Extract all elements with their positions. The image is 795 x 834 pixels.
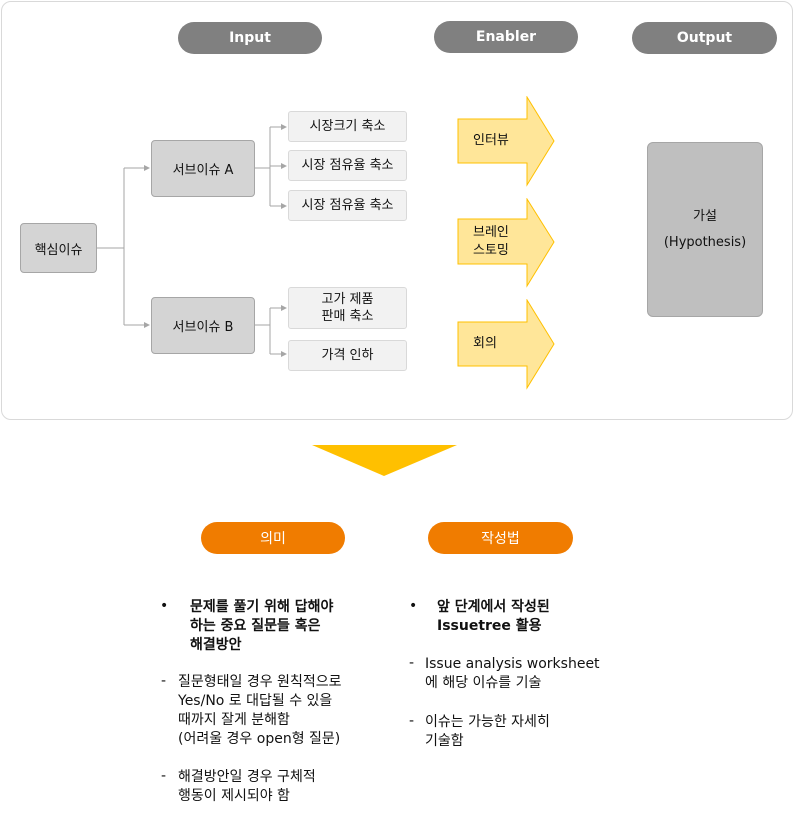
header-output-label: Output — [676, 30, 733, 46]
sub-issue-b-label: 서브이슈 B — [172, 320, 234, 335]
method-item-2-line2: 기술함 — [425, 733, 464, 749]
root-issue-label: 핵심이슈 — [34, 242, 83, 258]
tree-connectors — [97, 124, 287, 357]
method-dash-1: - — [409, 655, 415, 671]
down-arrow-icon — [312, 445, 457, 476]
sub-issue-a-label: 서브이슈 A — [172, 163, 234, 178]
leaf-b-1-line2: 판매 축소 — [321, 309, 374, 324]
leaf-a-1: 시장크기 축소 — [288, 111, 407, 142]
header-input-label: Input — [229, 30, 271, 46]
enabler-brainstorming-line1: 브레인 — [473, 225, 509, 240]
enabler-arrow-meeting: 회의 — [457, 299, 557, 390]
leaf-b-1: 고가 제품 판매 축소 — [288, 287, 407, 329]
section-method-pill: 작성법 — [428, 522, 573, 554]
meaning-dash-1: - — [161, 673, 167, 689]
section-meaning-pill: 의미 — [201, 522, 345, 554]
root-issue-box: 핵심이슈 — [20, 223, 97, 273]
method-main-line1: 앞 단계에서 작성된 — [437, 599, 550, 615]
meaning-item-1-line2: Yes/No 로 대답될 수 있을 — [178, 693, 333, 709]
output-line2: (Hypothesis) — [663, 234, 747, 250]
meaning-item-2: 해결방안일 경우 구체적 행동이 제시되야 함 — [178, 768, 316, 806]
meaning-main-line2: 하는 중요 질문들 혹은 — [190, 618, 321, 634]
leaf-b-2-label: 가격 인하 — [321, 348, 374, 363]
method-main: 앞 단계에서 작성된 Issuetree 활용 — [437, 598, 550, 636]
method-item-2: 이슈는 가능한 자세히 기술함 — [425, 713, 550, 751]
meaning-item-1-line3: 때까지 잘게 분해함 — [178, 712, 290, 728]
enabler-brainstorming-line2: 스토밍 — [473, 243, 509, 258]
header-enabler-label: Enabler — [475, 29, 537, 45]
leaf-b-1-line1: 고가 제품 — [321, 292, 374, 307]
method-item-1-line2: 에 해당 이슈를 기술 — [425, 675, 542, 691]
sub-issue-a-box: 서브이슈 A — [151, 140, 255, 197]
meaning-item-1-line1: 질문형태일 경우 원칙적으로 — [178, 674, 342, 690]
meaning-item-1-line4: (어려울 경우 open형 질문) — [178, 731, 341, 747]
method-item-1: Issue analysis worksheet 에 해당 이슈를 기술 — [425, 655, 600, 693]
output-hypothesis-box: 가설 (Hypothesis) — [647, 142, 763, 317]
header-enabler: Enabler — [434, 21, 578, 53]
header-input: Input — [178, 22, 322, 54]
section-method-label: 작성법 — [481, 531, 520, 547]
enabler-arrow-brainstorming: 브레인 스토밍 — [457, 198, 557, 288]
section-meaning-label: 의미 — [260, 531, 286, 547]
meaning-main: 문제를 풀기 위해 답해야 하는 중요 질문들 혹은 해결방안 — [190, 598, 333, 655]
meaning-item-1: 질문형태일 경우 원칙적으로 Yes/No 로 대답될 수 있을 때까지 잘게 … — [178, 673, 341, 749]
method-item-2-line1: 이슈는 가능한 자세히 — [425, 714, 550, 730]
sub-issue-b-box: 서브이슈 B — [151, 297, 255, 354]
leaf-a-3-label: 시장 점유율 축소 — [301, 198, 394, 213]
leaf-a-2: 시장 점유율 축소 — [288, 150, 407, 181]
header-output: Output — [632, 22, 777, 54]
meaning-dash-2: - — [161, 768, 167, 784]
enabler-interview-label: 인터뷰 — [473, 133, 509, 148]
leaf-b-2: 가격 인하 — [288, 340, 407, 371]
method-main-line2: Issuetree 활용 — [437, 618, 542, 634]
enabler-arrow-interview: 인터뷰 — [457, 96, 557, 187]
meaning-bullet-icon: • — [160, 598, 169, 614]
method-dash-2: - — [409, 713, 415, 729]
leaf-a-2-label: 시장 점유율 축소 — [301, 158, 394, 173]
meaning-main-line3: 해결방안 — [190, 637, 242, 653]
meaning-item-2-line1: 해결방안일 경우 구체적 — [178, 769, 316, 785]
enabler-meeting-label: 회의 — [473, 336, 497, 351]
leaf-a-1-label: 시장크기 축소 — [309, 119, 386, 134]
meaning-main-line1: 문제를 풀기 위해 답해야 — [190, 599, 334, 615]
method-item-1-line1: Issue analysis worksheet — [425, 656, 600, 672]
output-line1: 가설 — [693, 208, 717, 224]
leaf-a-3: 시장 점유율 축소 — [288, 190, 407, 221]
method-bullet-icon: • — [409, 598, 418, 614]
meaning-item-2-line2: 행동이 제시되야 함 — [178, 788, 290, 804]
